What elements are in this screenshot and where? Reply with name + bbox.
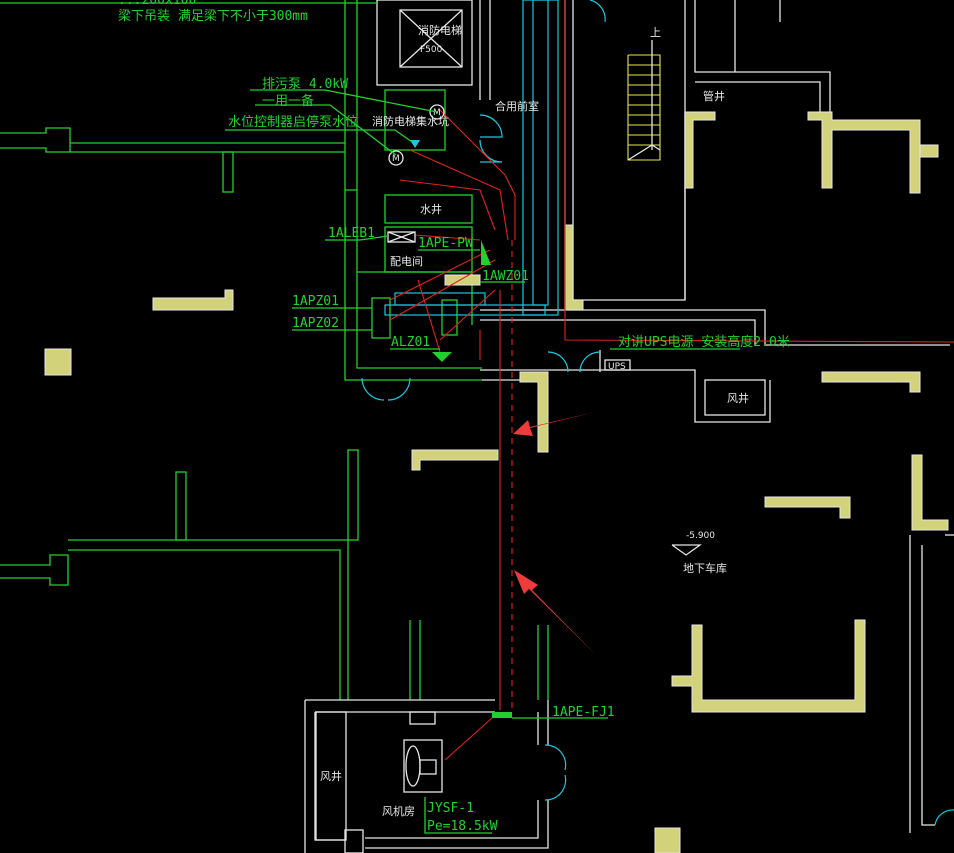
cyan-elements [361,0,954,826]
label-ape-pw: 1APE-PW [418,236,473,251]
label-alfb1: 1ALEB1 [328,226,375,241]
arrow-upper-icon [513,412,595,436]
pump-motor-icon-2 [388,150,404,166]
fan-icon [403,739,443,793]
label-awz01: 1AWZ01 [482,269,529,284]
equipment-symbols: M M [387,104,703,793]
room-water-well: 水井 [420,202,442,216]
room-sump: 消防电梯集水坑 [372,114,449,128]
room-pipe-shaft: 管井 [703,89,725,103]
label-apz02: 1APZ02 [292,316,339,331]
room-garage: 地下车库 [683,561,727,575]
text-labels: ...200x100 梁下吊装 满足梁下不小于300mm 排污泵 4.0kW 一… [118,0,790,834]
room-air-shaft-left: 风井 [320,769,342,783]
panel-fj1-icon [492,712,512,718]
room-elec: 配电间 [390,255,423,268]
pump-note-2: 一用一备 [262,93,314,109]
room-fan: 风机房 [382,804,415,818]
panel-alz-icon [432,352,452,362]
leader-lines [0,2,740,834]
stair-up: 上 [650,26,661,39]
red-cables [389,0,954,761]
label-jysf: JYSF-1 [427,801,474,816]
label-ups-note: 对讲UPS电源 安装高度2.0米 [618,334,790,350]
elevation-mark: -5.900 [686,531,715,541]
room-elevator-code: F500 [420,45,443,55]
arrow-lower-icon [514,570,596,655]
label-alz01: ALZ01 [391,335,430,350]
stair [627,40,661,161]
yellow-columns [44,111,949,853]
annotation-arrows [513,412,596,655]
water-level-icon [410,140,420,148]
room-air-shaft: 风井 [727,391,749,405]
top-note-1: ...200x100 [118,0,196,8]
pump-note-1: 排污泵 4.0kW [262,77,348,92]
label-pe: Pe=18.5kW [427,819,498,834]
pump-motor-icon [429,104,445,120]
room-shared: 合用前室 [495,99,539,113]
svg-text:M: M [392,154,400,164]
room-fire-elevator: 消防电梯 [418,23,462,37]
svg-text:M: M [433,108,441,118]
label-ape-fj1: 1APE-FJ1 [552,705,615,720]
green-walls [0,0,549,853]
top-note-2: 梁下吊装 满足梁下不小于300mm [118,9,308,24]
label-apz01: 1APZ01 [292,294,339,309]
pump-note-3: 水位控制器启停泵水位 [228,114,358,130]
panel-pw-icon [481,240,491,265]
label-ups-tag: UPS [608,362,626,372]
